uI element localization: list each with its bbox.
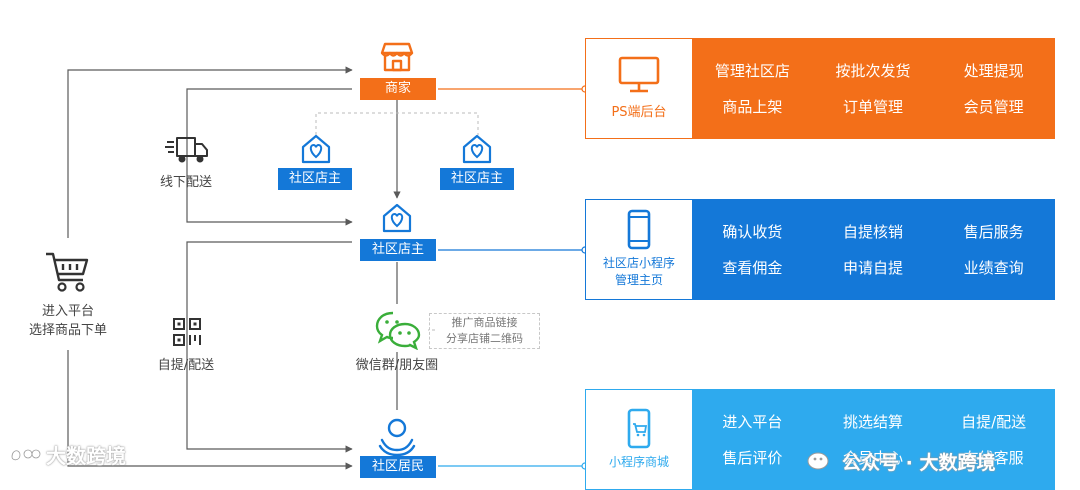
ps-backend-panel: PS端后台 管理社区店 按批次发货 处理提现 商品上架 订单管理 会员管理 — [585, 38, 1055, 139]
qr-code-icon — [172, 317, 202, 347]
shopping-cart-icon — [43, 250, 91, 294]
wechat-label: 微信群/朋友圈 — [355, 358, 439, 373]
mini-mall-head: 小程序商城 — [586, 390, 692, 487]
shop-app-item: 确认收货 — [722, 223, 783, 242]
wechat-note-line1: 推广商品链接 — [451, 316, 518, 329]
house-heart-icon — [300, 133, 332, 165]
shop-app-items: 确认收货 自提核销 售后服务 查看佣金 申请自提 业绩查询 — [692, 200, 1054, 299]
wechat-icon — [375, 310, 421, 351]
phone-cart-icon — [624, 408, 654, 450]
ps-backend-title: PS端后台 — [611, 105, 667, 120]
merchant-tag: 商家 — [360, 78, 436, 100]
house-heart-icon — [381, 202, 413, 234]
wechat-promo-note: 推广商品链接 分享店铺二维码 — [429, 313, 540, 349]
shopper-line2: 选择商品下单 — [28, 323, 107, 338]
ps-item: 订单管理 — [842, 97, 903, 116]
shop-app-item: 查看佣金 — [722, 258, 783, 277]
ps-item: 管理社区店 — [714, 62, 790, 81]
delivery-truck-icon — [165, 134, 209, 166]
watermark-right-text: 公众号 · 大数跨境 — [842, 452, 996, 474]
shop-owner-main-tag: 社区店主 — [360, 239, 436, 261]
shop-app-title2: 管理主页 — [614, 273, 663, 287]
pickup-delivery-label: 自提/配送 — [157, 358, 215, 373]
shop-owner-right-tag: 社区店主 — [440, 168, 514, 190]
shop-app-item: 业绩查询 — [963, 258, 1024, 277]
shop-app-head: 社区店小程序 管理主页 — [586, 200, 692, 297]
wechat-logo-icon — [806, 450, 836, 474]
ps-item: 按批次发货 — [835, 62, 911, 81]
watermark-left-text: 大数跨境 — [46, 444, 126, 468]
wechat-note-line2: 分享店铺二维码 — [446, 332, 523, 345]
mini-mall-title: 小程序商城 — [608, 454, 669, 469]
resident-icon — [378, 416, 416, 457]
mini-mall-item: 自提/配送 — [961, 413, 1027, 432]
resident-tag: 社区居民 — [360, 456, 436, 478]
shop-app-panel: 社区店小程序 管理主页 确认收货 自提核销 售后服务 查看佣金 申请自提 业绩查… — [585, 199, 1055, 300]
watermark-left: 大数跨境 — [8, 440, 126, 469]
mini-mall-item: 售后评价 — [722, 448, 783, 467]
shop-app-item: 售后服务 — [963, 223, 1024, 242]
ps-backend-head: PS端后台 — [586, 39, 692, 136]
mini-mall-item: 进入平台 — [722, 413, 783, 432]
shop-app-item: 申请自提 — [842, 258, 903, 277]
mini-mall-item: 在线客服 — [963, 448, 1024, 467]
ps-backend-items: 管理社区店 按批次发货 处理提现 商品上架 订单管理 会员管理 — [692, 39, 1054, 138]
shop-app-item: 自提核销 — [842, 223, 903, 242]
phone-icon — [624, 209, 654, 251]
ps-item: 会员管理 — [963, 97, 1024, 116]
storefront-icon — [380, 41, 414, 73]
watermark-logo-icon — [8, 443, 42, 467]
shop-app-title1: 社区店小程序 — [602, 256, 675, 270]
ps-item: 商品上架 — [722, 97, 783, 116]
mini-mall-item: 挑选结算 — [842, 413, 903, 432]
shop-owner-left-tag: 社区店主 — [278, 168, 352, 190]
ps-item: 处理提现 — [963, 62, 1024, 81]
monitor-icon — [617, 55, 661, 95]
house-heart-icon — [461, 133, 493, 165]
watermark-right: 公众号 · 大数跨境 — [806, 448, 995, 475]
shopper-line1: 进入平台 — [41, 304, 94, 319]
offline-delivery-label: 线下配送 — [159, 175, 212, 190]
mini-mall-item: 会员中心 — [842, 448, 903, 467]
